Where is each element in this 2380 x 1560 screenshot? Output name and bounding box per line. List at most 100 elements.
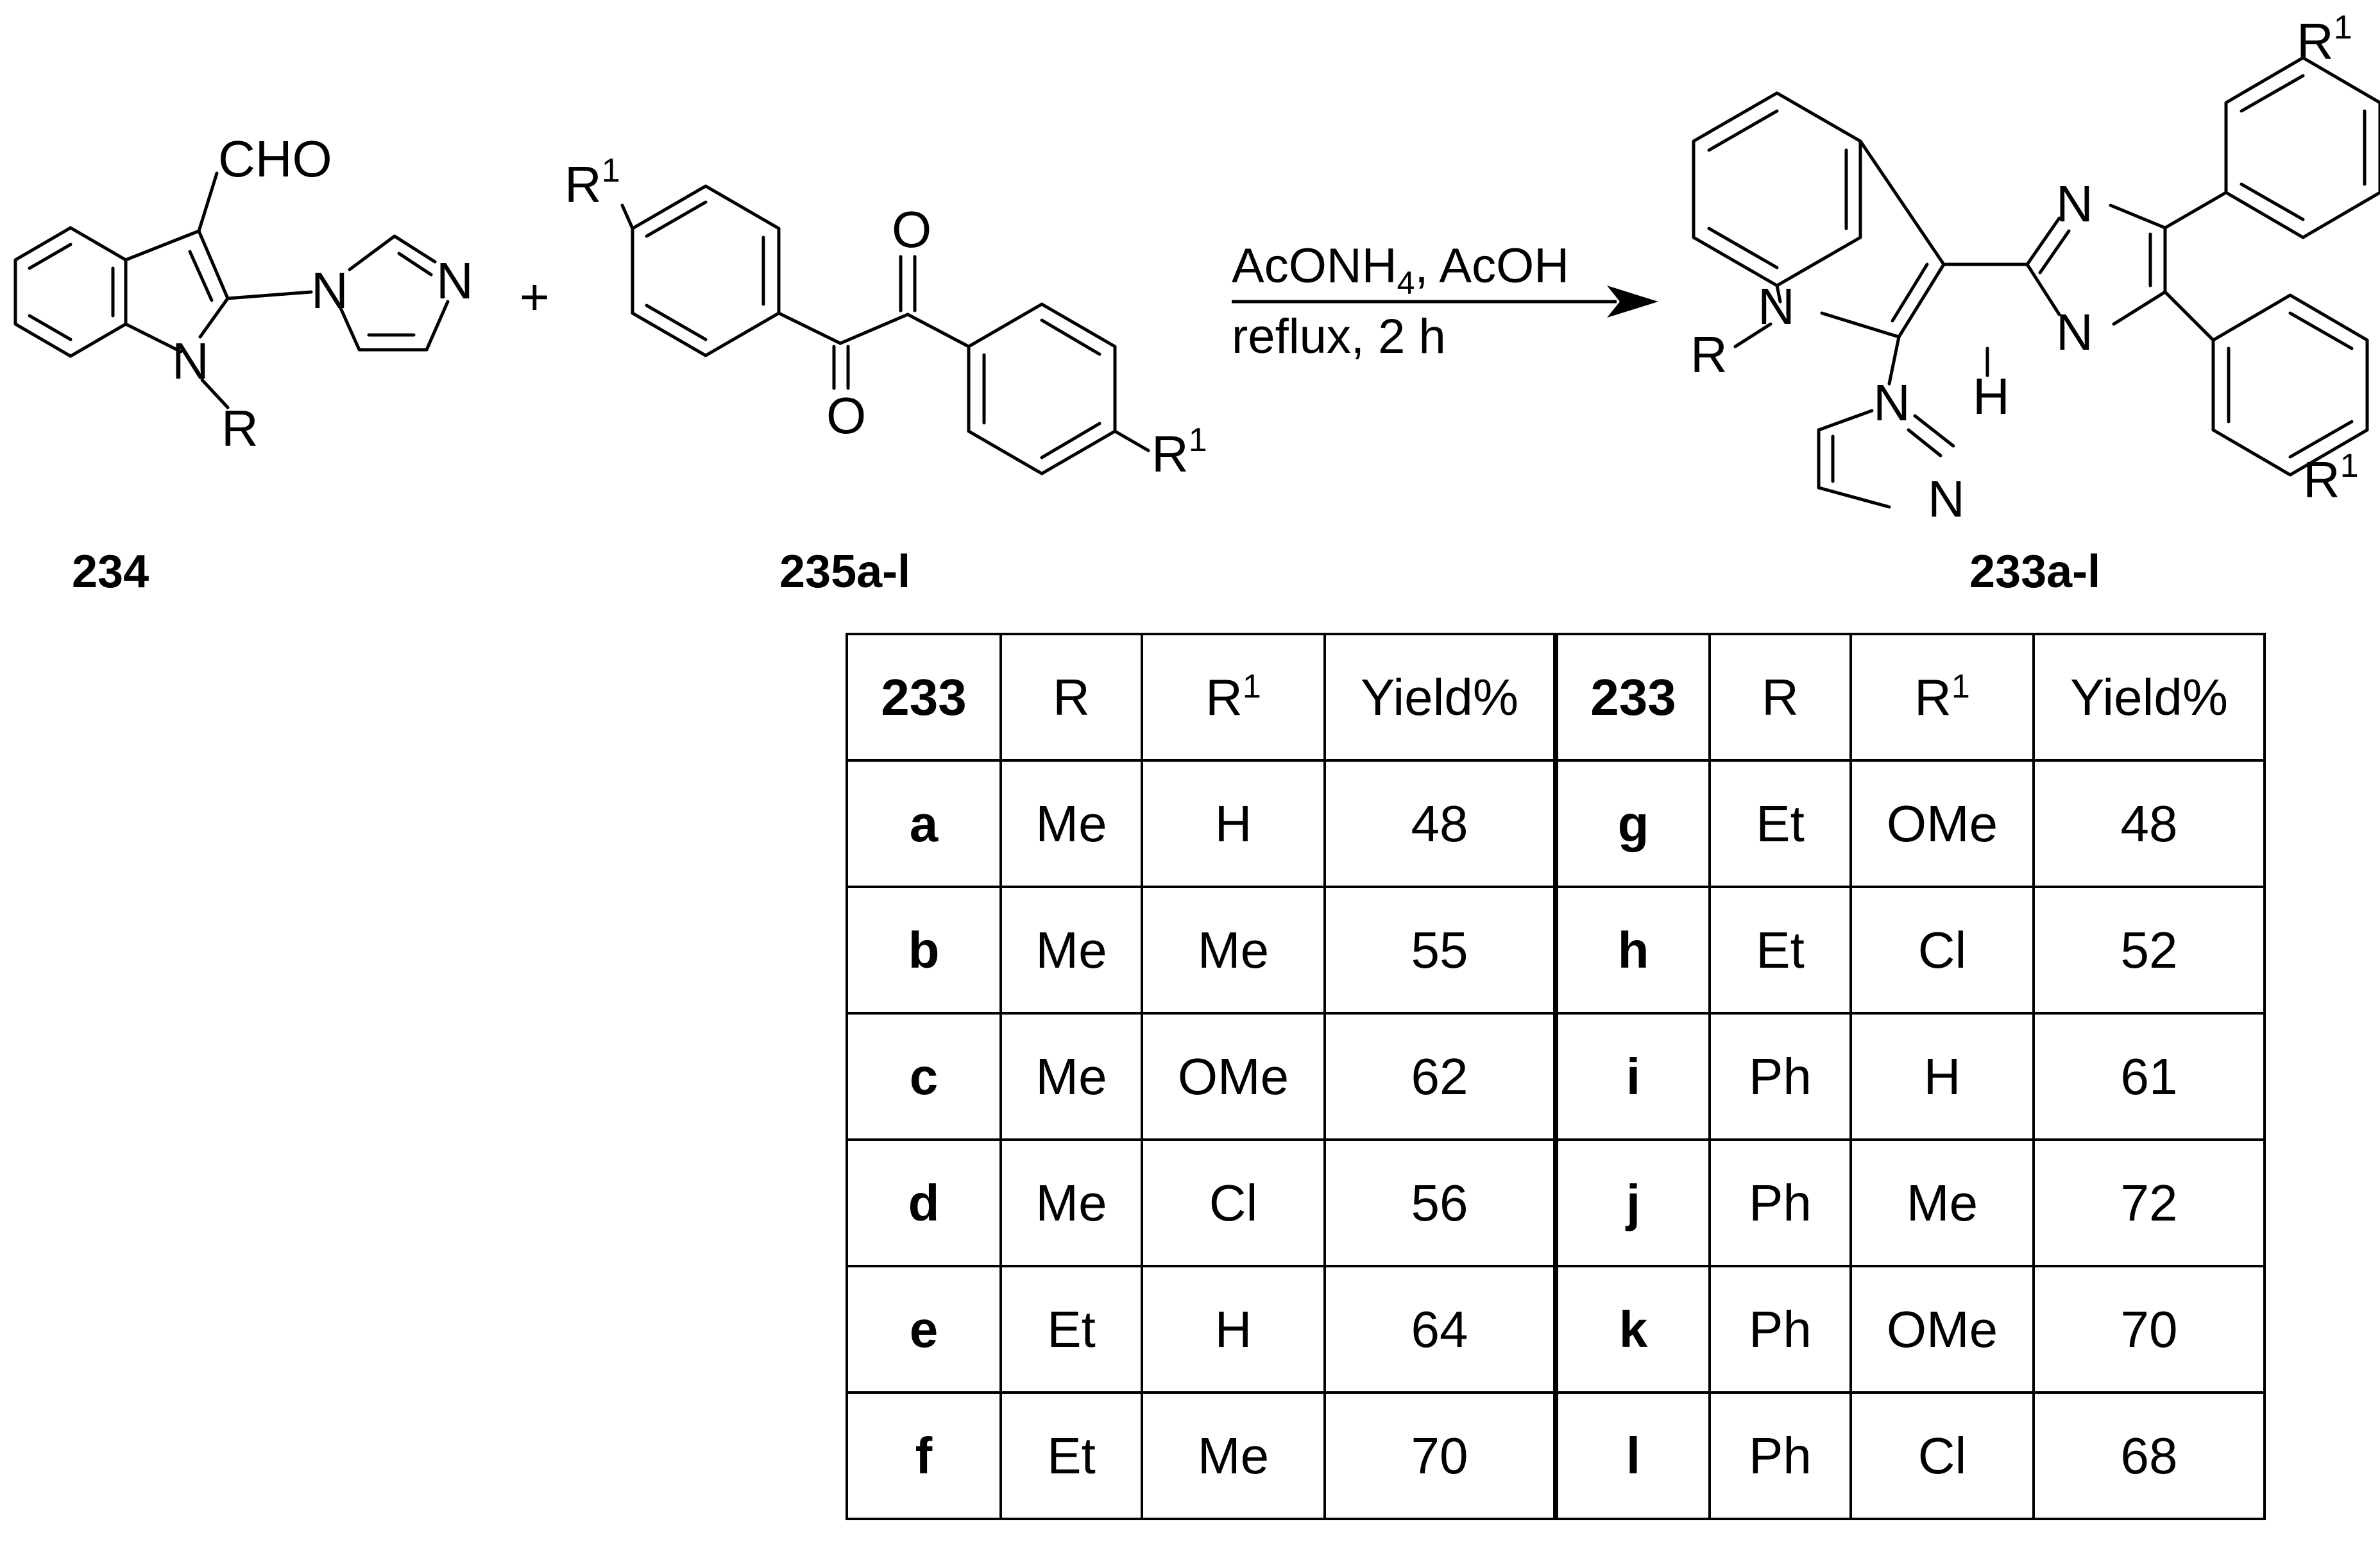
product-233-structure <box>1692 56 2380 509</box>
product-imidazole-nh-label: N <box>2056 304 2093 361</box>
table-cell: H <box>1141 1265 1326 1394</box>
table-cell: 52 <box>2032 886 2266 1015</box>
carbonyl-o-top-label: O <box>892 201 931 258</box>
compound-letter-cell: e <box>846 1265 1002 1394</box>
compound-letter-cell: l <box>1554 1391 1711 1520</box>
header-text: 233 <box>881 668 967 726</box>
cho-label: CHO <box>218 130 332 187</box>
compound-letter-cell: d <box>846 1138 1002 1267</box>
table-cell: 56 <box>1323 1138 1558 1267</box>
compound-letter-cell: h <box>1554 886 1711 1015</box>
compound-letter-cell: j <box>1554 1138 1711 1267</box>
compound-letter-cell: k <box>1554 1265 1711 1394</box>
table-cell: Et <box>1708 886 1852 1015</box>
header-text: Yield% <box>1360 668 1519 726</box>
table-cell: Me <box>1141 886 1326 1015</box>
compound-234-id: 234 <box>72 546 149 597</box>
imidazole-n3-label: N <box>436 252 473 309</box>
reactant-234-labels: CHO N R N N <box>172 130 473 457</box>
table-cell: Cl <box>1849 886 2035 1015</box>
product-indole-n-label: N <box>1758 278 1795 335</box>
table-cell: 68 <box>2032 1391 2266 1520</box>
table-cell: 70 <box>1323 1391 1558 1520</box>
table-cell: Me <box>999 886 1143 1015</box>
table-cell: Et <box>999 1265 1143 1394</box>
table-header-cell: Yield% <box>2032 633 2266 762</box>
header-text: R <box>1205 669 1243 726</box>
table-cell: Me <box>1849 1138 2035 1267</box>
compound-letter-cell: i <box>1554 1012 1711 1141</box>
compound-letter-cell: a <box>846 759 1002 888</box>
r-label: R <box>221 400 259 457</box>
table-header-cell: 233 <box>846 633 1002 762</box>
table-header-cell: R1 <box>1849 633 2035 762</box>
header-text: R <box>1762 668 1799 726</box>
table-cell: 72 <box>2032 1138 2266 1267</box>
table-cell: 64 <box>1323 1265 1558 1394</box>
header-text: R <box>1914 669 1951 726</box>
compound-letter-cell: b <box>846 886 1002 1015</box>
table-cell: Me <box>999 759 1143 888</box>
table-cell: 48 <box>1323 759 1558 888</box>
carbonyl-o-bottom-label: O <box>826 387 866 444</box>
table-header-cell: R1 <box>1141 633 1326 762</box>
reactant-235-labels: R1 O O R1 <box>565 152 1207 483</box>
header-superscript: 1 <box>1951 667 1970 705</box>
product-h-label: H <box>1973 368 2010 425</box>
table-cell: Et <box>1708 759 1852 888</box>
product-233-labels: R N N N H N N R1 R1 <box>1690 9 2359 527</box>
table-cell: 62 <box>1323 1012 1558 1141</box>
r1-bottom-label: R1 <box>1152 422 1207 483</box>
table-cell: Me <box>999 1012 1143 1141</box>
table-cell: 55 <box>1323 886 1558 1015</box>
table-cell: Me <box>1141 1391 1326 1520</box>
table-cell: 48 <box>2032 759 2266 888</box>
table-cell: H <box>1849 1012 2035 1141</box>
product-r1-bottom-label: R1 <box>2303 447 2359 508</box>
table-cell: Me <box>999 1138 1143 1267</box>
product-imidazole-n3-label: N <box>1928 470 1965 527</box>
table-cell: Cl <box>1141 1138 1326 1267</box>
indole-n-label: N <box>172 332 209 390</box>
table-header-cell: Yield% <box>1323 633 1558 762</box>
table-cell: OMe <box>1849 759 2035 888</box>
header-text: 233 <box>1590 668 1676 726</box>
compound-letter-cell: c <box>846 1012 1002 1141</box>
imidazole-n1-label: N <box>311 262 348 319</box>
table-cell: 70 <box>2032 1265 2266 1394</box>
table-cell: 61 <box>2032 1012 2266 1141</box>
table-cell: Cl <box>1849 1391 2035 1520</box>
header-text: R <box>1053 668 1090 726</box>
table-cell: Ph <box>1708 1391 1852 1520</box>
conditions-temperature-time: reflux, 2 h <box>1232 309 1446 364</box>
product-imidazole-n-label: N <box>2056 175 2093 232</box>
table-header-cell: R <box>999 633 1143 762</box>
product-r-label: R <box>1690 326 1728 383</box>
r1-top-label: R1 <box>565 152 620 213</box>
table-cell: Ph <box>1708 1265 1852 1394</box>
table-cell: Et <box>999 1391 1143 1520</box>
table-cell: Ph <box>1708 1138 1852 1267</box>
compound-235-id: 235a-l <box>779 546 910 597</box>
reaction-arrow <box>1232 286 1658 318</box>
table-cell: H <box>1141 759 1326 888</box>
header-text: Yield% <box>2070 668 2229 726</box>
table-cell: Ph <box>1708 1012 1852 1141</box>
table-header-cell: R <box>1708 633 1852 762</box>
table-cell: OMe <box>1849 1265 2035 1394</box>
table-cell: OMe <box>1141 1012 1326 1141</box>
header-superscript: 1 <box>1242 667 1261 705</box>
table-header-cell: 233 <box>1554 633 1711 762</box>
plus-sign: + <box>520 268 550 325</box>
product-r1-top-label: R1 <box>2297 9 2352 70</box>
